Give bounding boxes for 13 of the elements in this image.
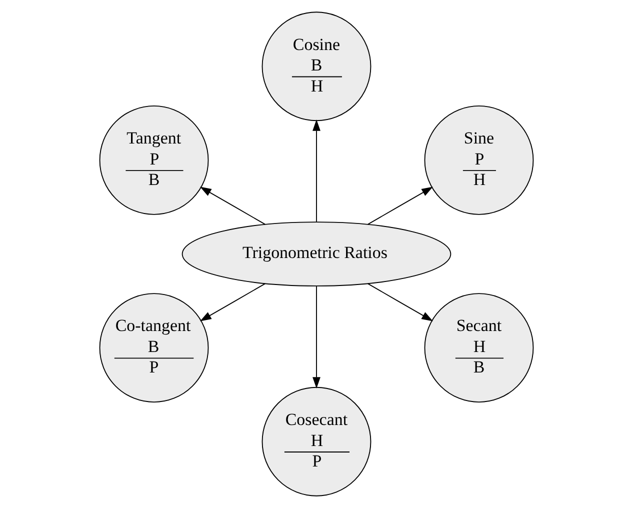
arrow (312, 286, 320, 388)
arrow (199, 186, 266, 225)
node-circle: Tangent P B (98, 105, 208, 215)
node-circle: Co-tangent B P (98, 293, 208, 403)
arrow (312, 120, 320, 222)
arrow (199, 283, 266, 322)
node-circle: Cosine B H (261, 12, 371, 122)
node-circle: Sine P H (424, 105, 534, 215)
node-circle: Cosecant H P (261, 386, 371, 496)
node-circle: Secant H B (424, 293, 534, 403)
node-ellipse: Trigonometric Ratios (181, 222, 451, 286)
arrow (366, 186, 432, 225)
arrow (366, 283, 432, 322)
